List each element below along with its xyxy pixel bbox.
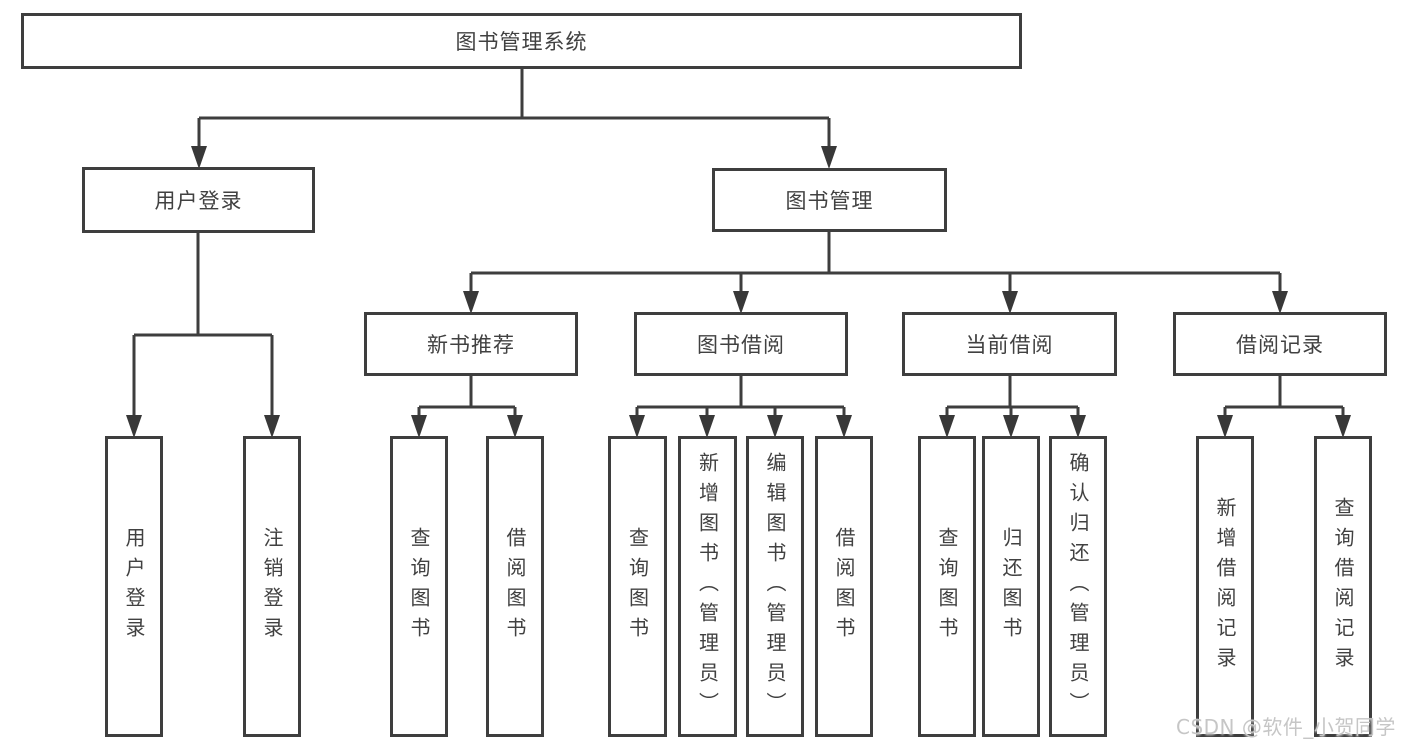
connector-newbookrec-to-leaves [417, 376, 517, 417]
arrow-down-icon [1335, 415, 1351, 438]
connector-borrowrecords-to-leaves [1223, 376, 1345, 417]
node-query-books-borrow: 查询图书 [608, 436, 667, 737]
arrow-down-icon [1070, 415, 1086, 438]
csdn-watermark: CSDN @软件_小贺同学 [1176, 715, 1396, 739]
arrow-down-icon [126, 415, 142, 438]
arrow-down-icon [1272, 291, 1288, 314]
node-borrow-records: 借阅记录 [1173, 312, 1387, 376]
node-query-books-recommend: 查询图书 [390, 436, 448, 737]
connector-bookborrow-to-leaves [635, 376, 846, 417]
node-user-login: 用户登录 [82, 167, 315, 233]
arrow-down-icon [767, 415, 783, 438]
arrow-down-icon [699, 415, 715, 438]
arrow-down-icon [264, 415, 280, 438]
node-logout: 注销登录 [243, 436, 301, 737]
node-edit-book-admin: 编辑图书（管理员） [746, 436, 804, 737]
node-book-management: 图书管理 [712, 168, 947, 232]
arrow-down-icon [1217, 415, 1233, 438]
arrow-down-icon [733, 291, 749, 314]
node-return-book: 归还图书 [982, 436, 1040, 737]
arrow-down-icon [629, 415, 645, 438]
node-add-book-admin: 新增图书（管理员） [678, 436, 737, 737]
node-borrow-books-recommend: 借阅图书 [486, 436, 544, 737]
node-current-borrow: 当前借阅 [902, 312, 1117, 376]
arrow-down-icons [126, 146, 1351, 438]
arrow-down-icon [463, 291, 479, 314]
node-add-borrow-record: 新增借阅记录 [1196, 436, 1254, 737]
node-confirm-return-admin: 确认归还（管理员） [1049, 436, 1107, 737]
node-borrow-book: 借阅图书 [815, 436, 873, 737]
arrow-down-icon [939, 415, 955, 438]
connector-userlogin-to-leaves [132, 233, 274, 417]
node-new-book-recommend: 新书推荐 [364, 312, 578, 376]
arrow-down-icon [191, 146, 207, 169]
arrow-down-icon [836, 415, 852, 438]
connector-bookmgmt-to-level3 [469, 232, 1282, 293]
arrow-down-icon [507, 415, 523, 438]
connector-root-to-level2 [197, 68, 831, 148]
node-login: 用户登录 [105, 436, 163, 737]
node-query-borrow-record: 查询借阅记录 [1314, 436, 1372, 737]
arrow-down-icon [821, 146, 837, 169]
node-query-books-current: 查询图书 [918, 436, 976, 737]
node-book-borrow: 图书借阅 [634, 312, 848, 376]
connector-currentborrow-to-leaves [945, 376, 1080, 417]
arrow-down-icon [411, 415, 427, 438]
arrow-down-icon [1002, 291, 1018, 314]
node-library-system: 图书管理系统 [21, 13, 1022, 69]
arrow-down-icon [1003, 415, 1019, 438]
